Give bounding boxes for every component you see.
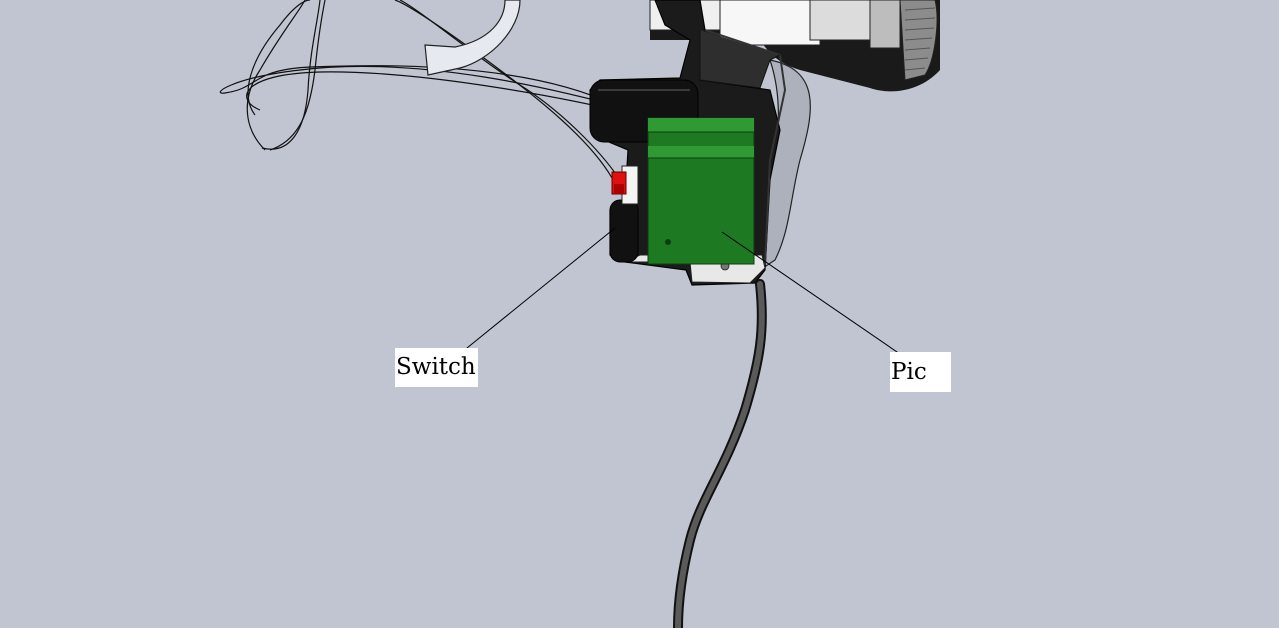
pic-callout-label: Pic [890, 352, 951, 392]
pic-leader-line [721, 231, 901, 355]
switch-component [609, 165, 639, 263]
power-cable [673, 279, 767, 628]
pic-circuit-board [647, 117, 755, 265]
ribbon-strip [424, 0, 521, 76]
wire-loops [219, 0, 749, 212]
switch-leader-line [466, 227, 616, 349]
switch-callout-label: Switch [395, 348, 478, 387]
